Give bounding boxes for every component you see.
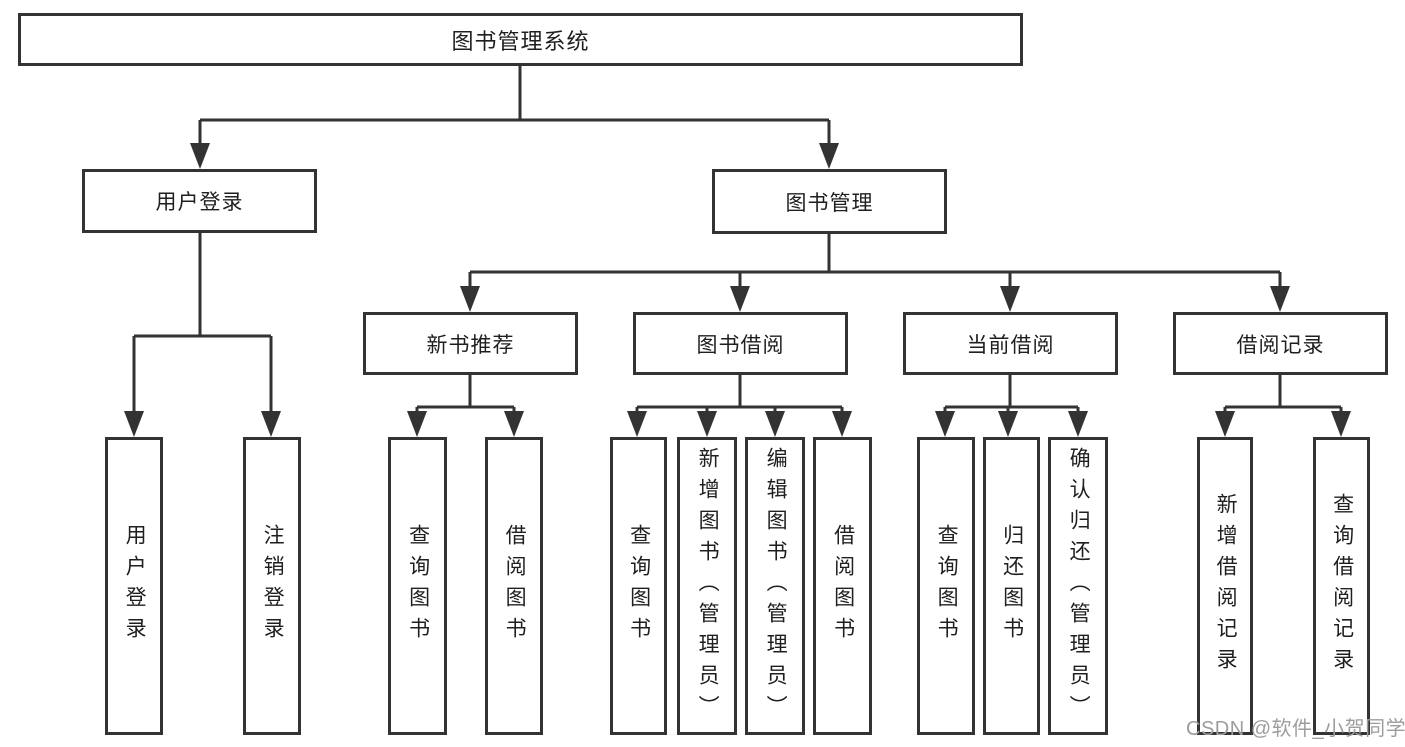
node-book-borrowing: 图书借阅: [633, 312, 848, 375]
leaf-query-books-recommend: 查询图书: [388, 437, 447, 735]
leaf-query-borrow-record: 查询借阅记录: [1313, 437, 1370, 735]
arrowhead-icons: [124, 143, 1351, 437]
leaf-add-borrow-record-label: 新增借阅记录: [1214, 493, 1238, 679]
node-library-system: 图书管理系统: [18, 13, 1023, 66]
leaf-query-borrow-record-label: 查询借阅记录: [1330, 493, 1354, 679]
node-user-login: 用户登录: [82, 169, 317, 233]
leaf-query-books-current-label: 查询图书: [935, 524, 959, 648]
node-current-borrowing: 当前借阅: [903, 312, 1118, 375]
leaf-query-books-borrowing-label: 查询图书: [627, 524, 651, 648]
leaf-borrow-books-borrowing-label: 借阅图书: [831, 524, 855, 648]
leaf-user-login: 用户登录: [105, 437, 163, 735]
node-book-management: 图书管理: [712, 169, 947, 234]
leaf-logout: 注销登录: [243, 437, 301, 735]
leaf-user-login-label: 用户登录: [123, 524, 147, 648]
leaf-return-books-label: 归还图书: [1000, 524, 1024, 648]
leaf-add-book-admin-label: 新增图书（管理员）: [696, 446, 720, 726]
csdn-watermark: CSDN @软件_小贺同学: [1186, 718, 1405, 740]
leaf-query-books-borrowing: 查询图书: [610, 437, 667, 735]
leaf-add-borrow-record: 新增借阅记录: [1197, 437, 1253, 735]
leaf-edit-book-admin-label: 编辑图书（管理员）: [764, 446, 788, 726]
leaf-borrow-books-recommend-label: 借阅图书: [503, 524, 527, 648]
leaf-confirm-return-admin: 确认归还（管理员）: [1048, 437, 1108, 735]
leaf-confirm-return-admin-label: 确认归还（管理员）: [1067, 446, 1091, 726]
node-new-book-recommend: 新书推荐: [363, 312, 578, 375]
leaf-add-book-admin: 新增图书（管理员）: [677, 437, 737, 735]
node-borrowing-records: 借阅记录: [1173, 312, 1388, 375]
leaf-return-books: 归还图书: [983, 437, 1040, 735]
leaf-query-books-current: 查询图书: [917, 437, 975, 735]
leaf-borrow-books-borrowing: 借阅图书: [813, 437, 872, 735]
leaf-logout-label: 注销登录: [261, 524, 285, 648]
leaf-borrow-books-recommend: 借阅图书: [485, 437, 543, 735]
leaf-query-books-recommend-label: 查询图书: [406, 524, 430, 648]
leaf-edit-book-admin: 编辑图书（管理员）: [745, 437, 805, 735]
